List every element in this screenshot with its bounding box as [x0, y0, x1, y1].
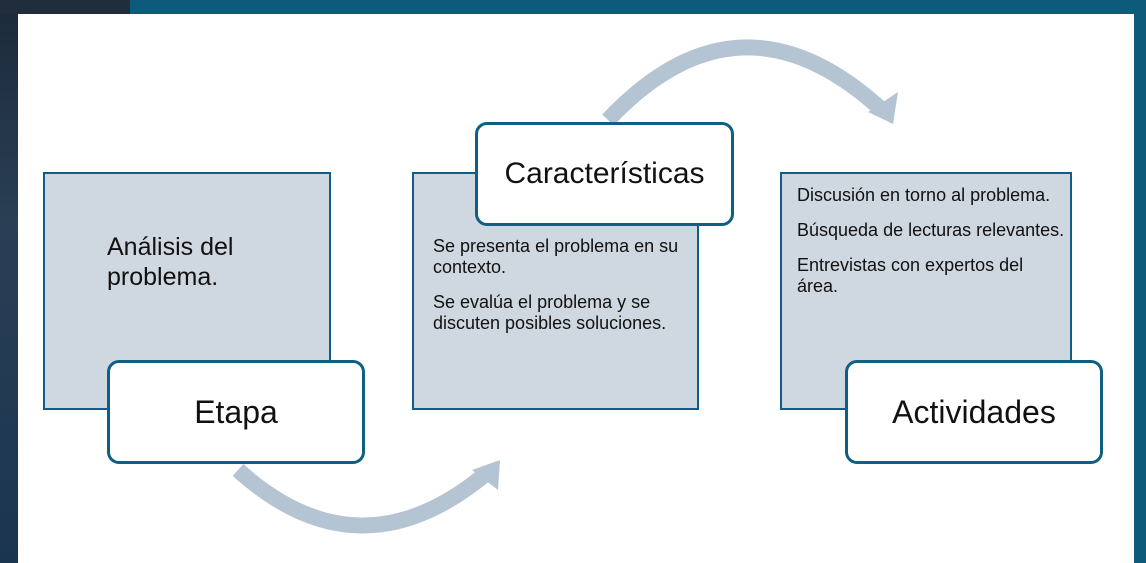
arrowhead-top [868, 92, 898, 124]
curved-arrow-top [602, 39, 888, 126]
stage-etapa-content-line-2: problema. [107, 263, 219, 291]
arrowhead-bottom [472, 460, 500, 490]
stage-caracteristicas-item-1: Se presenta el problema en su contexto. [433, 236, 679, 277]
stage-actividades-item-1: Discusión en torno al problema. [797, 185, 1051, 205]
stage-etapa-content: Análisis del problema. [107, 232, 233, 292]
stage-etapa-label: Etapa [107, 360, 365, 464]
stage-caracteristicas-item-2: Se evalúa el problema y se discuten posi… [433, 292, 667, 333]
background-photo-corner [0, 0, 130, 14]
stage-caracteristicas-label: Características [475, 122, 734, 226]
stage-caracteristicas-content: Se presenta el problema en su contexto. … [433, 236, 683, 348]
stage-actividades-label: Actividades [845, 360, 1103, 464]
stage-etapa-content-line-1: Análisis del [107, 233, 234, 261]
stage-actividades-item-2: Búsqueda de lecturas relevantes. [797, 220, 1065, 240]
stage-actividades-item-3: Entrevistas con expertos del área. [797, 255, 1024, 296]
curved-arrow-bottom [232, 464, 494, 534]
stage-actividades-content: Discusión en torno al problema. Búsqueda… [797, 185, 1065, 311]
